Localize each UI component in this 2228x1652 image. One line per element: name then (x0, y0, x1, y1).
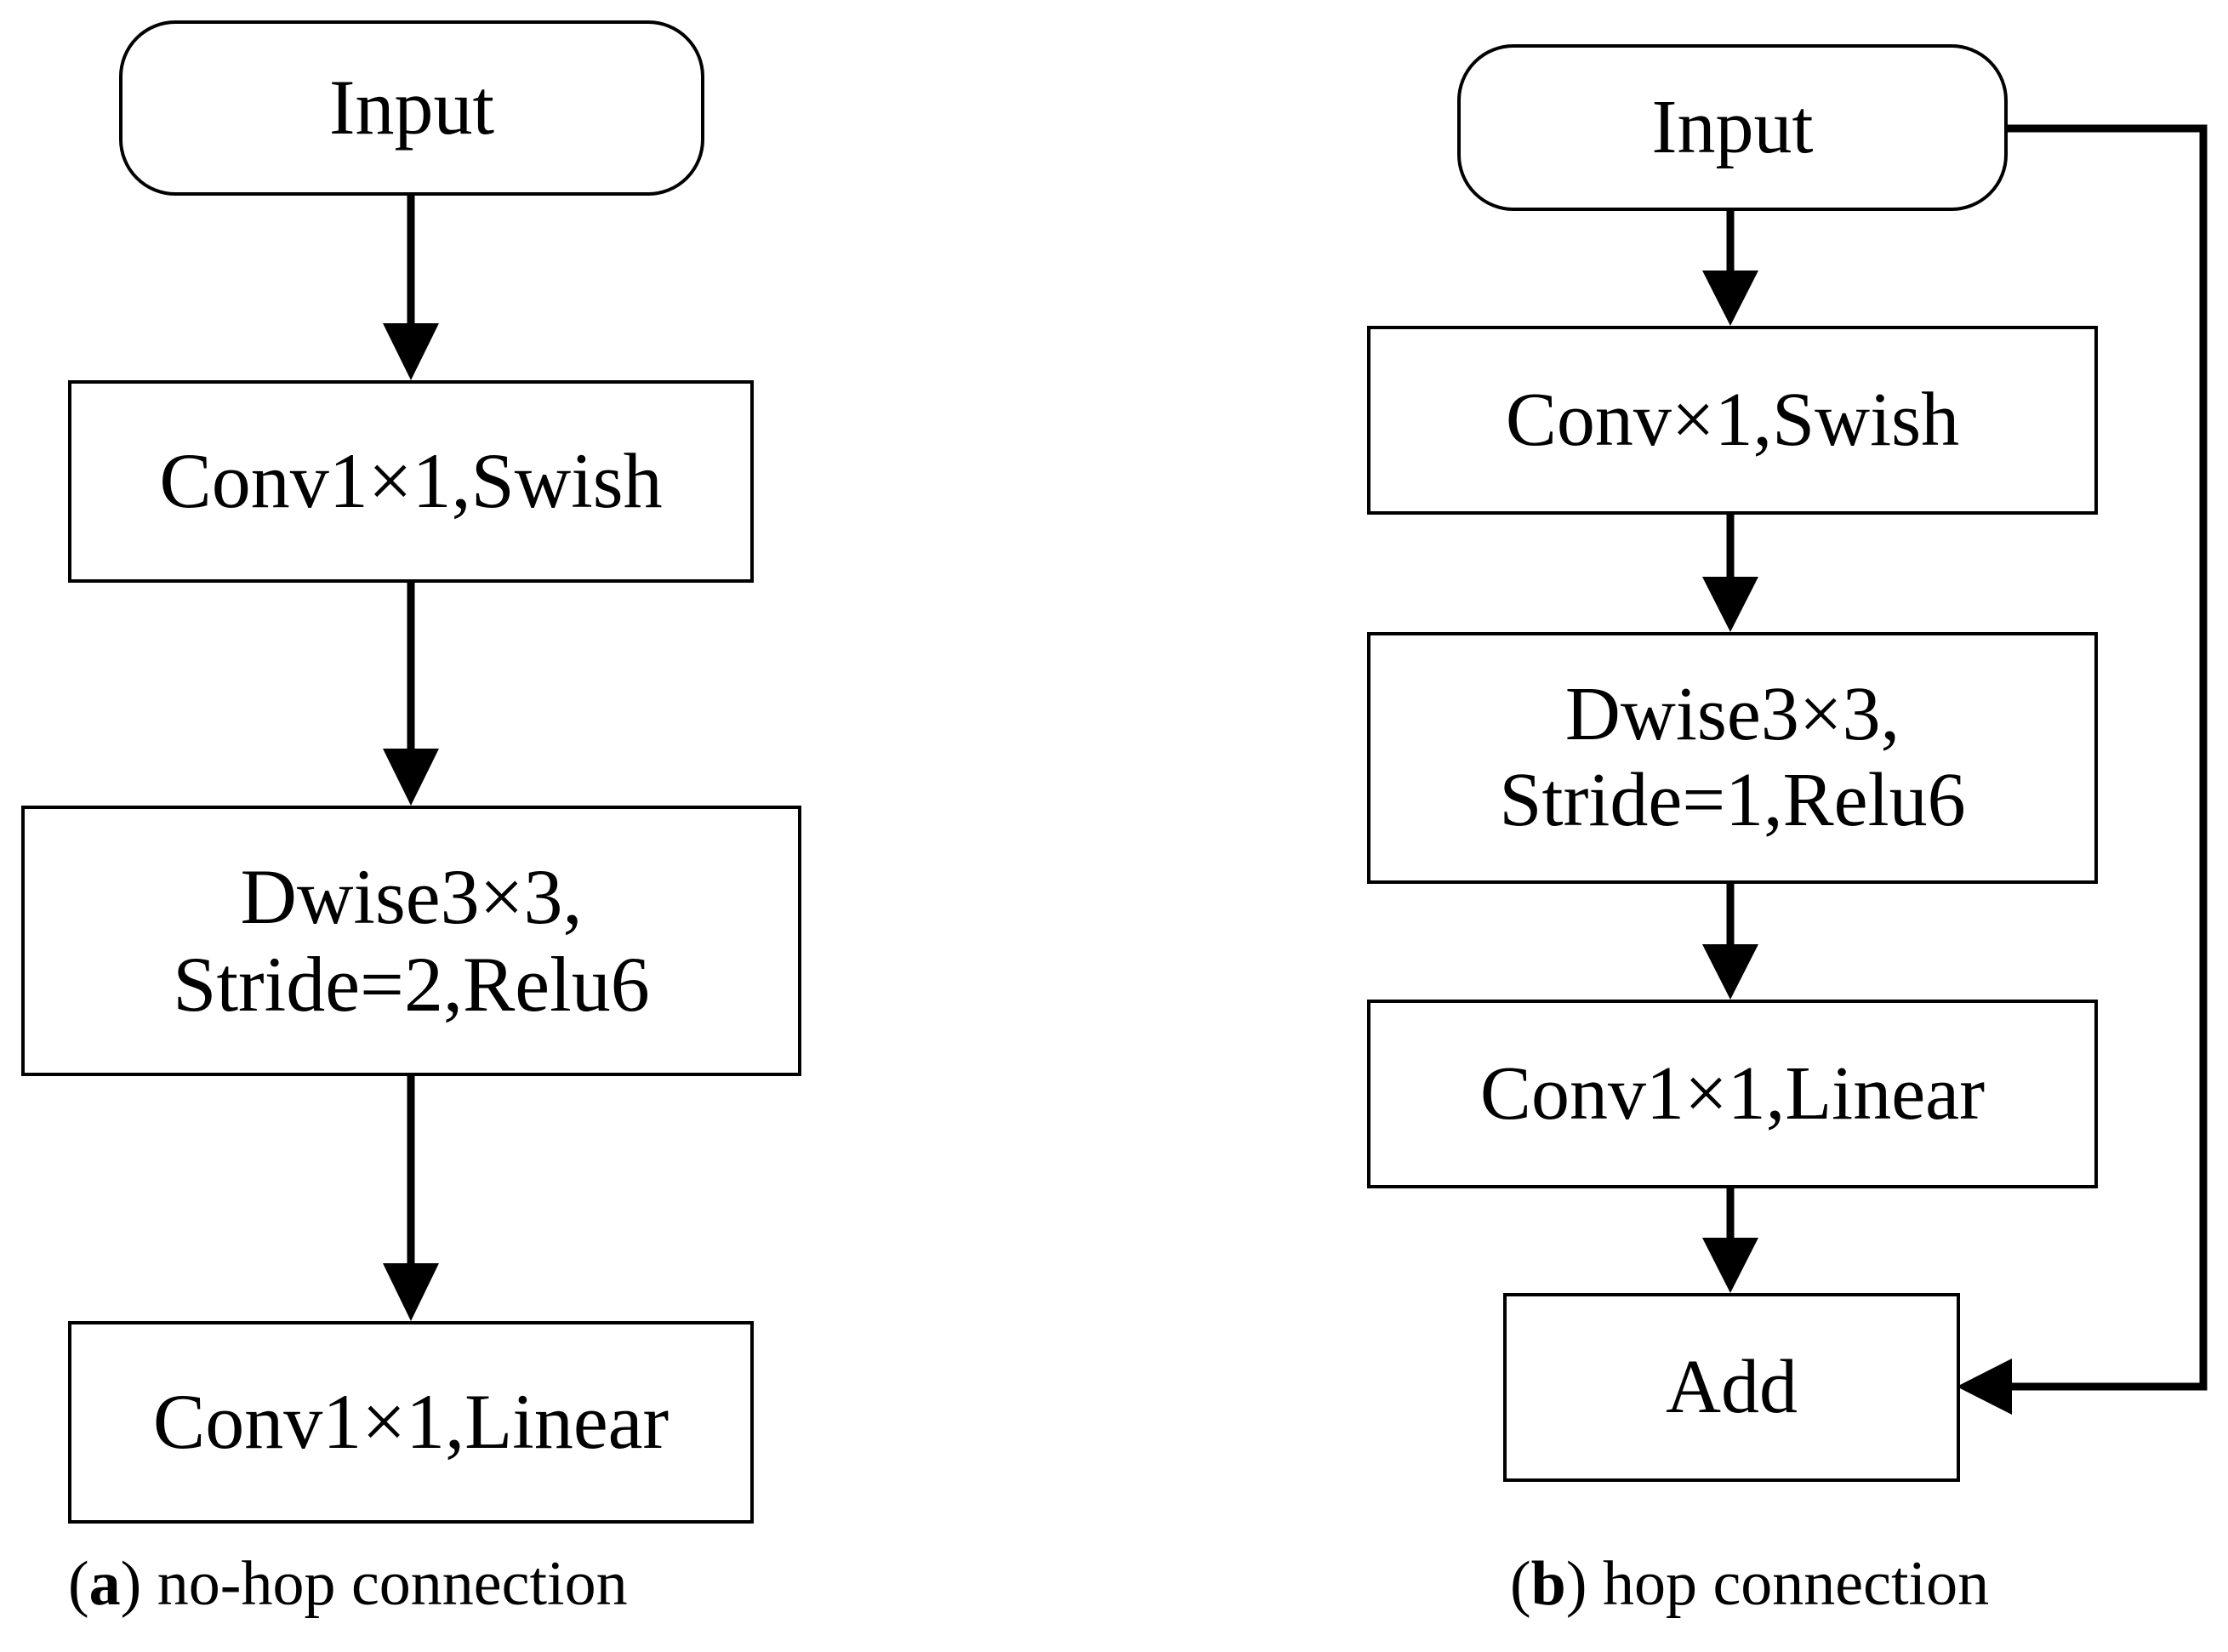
arrowhead-a-1 (383, 323, 439, 380)
arrowhead-b-1 (1702, 271, 1758, 326)
arrowhead-a-2 (383, 749, 439, 806)
b-conv2-node: Conv1×1,Linear (1367, 1000, 2098, 1188)
a-conv1-node: Conv1×1,Swish (68, 380, 754, 583)
b-caption: (b) hop connection (1510, 1548, 1989, 1621)
a-dwise-node: Dwise3×3, Stride=2,Relu6 (21, 806, 801, 1076)
b-caption-letter: b (1530, 1549, 1566, 1619)
a-conv2-node: Conv1×1,Linear (68, 1321, 754, 1524)
skip-connection-line (2005, 124, 2208, 1391)
b-caption-rest: ) hop connection (1565, 1549, 1990, 1619)
a-dwise-label-line2: Stride=2,Relu6 (173, 941, 650, 1028)
b-input-label: Input (1651, 84, 1814, 169)
b-add-label: Add (1666, 1344, 1798, 1429)
a-caption-open: ( (68, 1549, 89, 1619)
a-dwise-label-line1: Dwise3×3, (240, 852, 583, 940)
arrowhead-a-3 (383, 1263, 439, 1321)
b-dwise-node: Dwise3×3, Stride=1,Relu6 (1367, 632, 2098, 884)
arrowhead-b-2 (1702, 577, 1758, 632)
a-input-label: Input (328, 64, 495, 151)
b-conv2-label: Conv1×1,Linear (1479, 1051, 1986, 1136)
b-input-node: Input (1457, 44, 2008, 211)
a-conv2-label: Conv1×1,Linear (152, 1378, 670, 1466)
b-add-node: Add (1503, 1293, 1960, 1482)
a-caption: (a) no-hop connection (68, 1548, 628, 1621)
arrowhead-b-4 (1702, 1238, 1758, 1293)
a-input-node: Input (119, 20, 704, 196)
b-conv1-label: Conv×1,Swish (1505, 377, 1960, 462)
a-caption-letter: a (88, 1549, 121, 1619)
b-conv1-node: Conv×1,Swish (1367, 326, 2098, 515)
arrowhead-b-skip (1957, 1359, 2012, 1415)
a-conv1-label: Conv1×1,Swish (159, 437, 663, 525)
arrowhead-b-3 (1702, 944, 1758, 1000)
b-dwise-label-line1: Dwise3×3, (1564, 672, 1900, 757)
b-dwise-label-line2: Stride=1,Relu6 (1499, 758, 1966, 842)
a-caption-rest: ) no-hop connection (120, 1549, 628, 1619)
b-caption-open: ( (1510, 1549, 1531, 1619)
